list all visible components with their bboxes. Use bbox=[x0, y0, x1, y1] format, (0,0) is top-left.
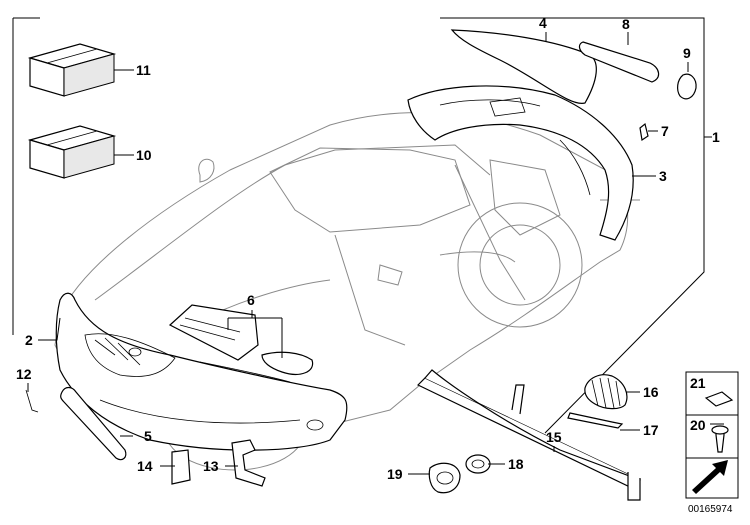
callout-3: 3 bbox=[659, 168, 667, 184]
callout-7: 7 bbox=[661, 123, 669, 139]
callout-5: 5 bbox=[144, 428, 152, 444]
callout-10: 10 bbox=[136, 147, 152, 163]
callout-13: 13 bbox=[203, 458, 219, 474]
part-rear-bumper bbox=[407, 85, 634, 241]
part-box-10 bbox=[27, 125, 117, 179]
callout-11: 11 bbox=[136, 62, 151, 78]
part-fog-housing bbox=[428, 462, 461, 494]
callout-20: 20 bbox=[690, 417, 706, 433]
fastener-panel bbox=[685, 371, 739, 499]
part-cover-9 bbox=[677, 73, 697, 100]
document-number: 00165974 bbox=[688, 504, 733, 515]
callout-labels: 1 2 3 4 5 6 7 8 9 10 11 12 13 14 15 16 1… bbox=[16, 15, 720, 482]
callout-12: 12 bbox=[16, 366, 32, 382]
callout-8: 8 bbox=[622, 16, 630, 32]
part-trim-strip bbox=[578, 41, 660, 83]
callout-6: 6 bbox=[247, 292, 255, 308]
part-bracket-7 bbox=[639, 122, 649, 142]
callout-18: 18 bbox=[508, 456, 524, 472]
callout-4: 4 bbox=[539, 15, 547, 31]
part-crash-beam bbox=[416, 369, 642, 501]
part-clip-21 bbox=[704, 391, 734, 407]
part-fog-light bbox=[465, 454, 491, 474]
screw-head bbox=[711, 425, 729, 435]
part-grille-kidney bbox=[584, 374, 628, 410]
arrow-icon bbox=[692, 460, 728, 494]
callout-16: 16 bbox=[643, 384, 659, 400]
part-lower-grille bbox=[60, 386, 127, 461]
callout-19: 19 bbox=[387, 466, 403, 482]
part-box-11 bbox=[27, 43, 117, 97]
part-bracket-13 bbox=[231, 439, 266, 487]
leader-lines bbox=[27, 32, 724, 475]
callout-9: 9 bbox=[683, 45, 691, 61]
callout-15: 15 bbox=[546, 429, 562, 445]
callout-1: 1 bbox=[712, 129, 720, 145]
part-bracket-14 bbox=[171, 449, 191, 485]
callout-21: 21 bbox=[690, 375, 706, 391]
part-rear-spoiler bbox=[450, 29, 597, 104]
part-strip-17 bbox=[567, 412, 624, 429]
callout-14: 14 bbox=[137, 458, 153, 474]
part-air-ducts bbox=[168, 304, 314, 375]
part-rod-12 bbox=[25, 389, 39, 413]
assembly-frame bbox=[12, 17, 705, 434]
callout-2: 2 bbox=[25, 332, 33, 348]
callout-17: 17 bbox=[643, 422, 659, 438]
